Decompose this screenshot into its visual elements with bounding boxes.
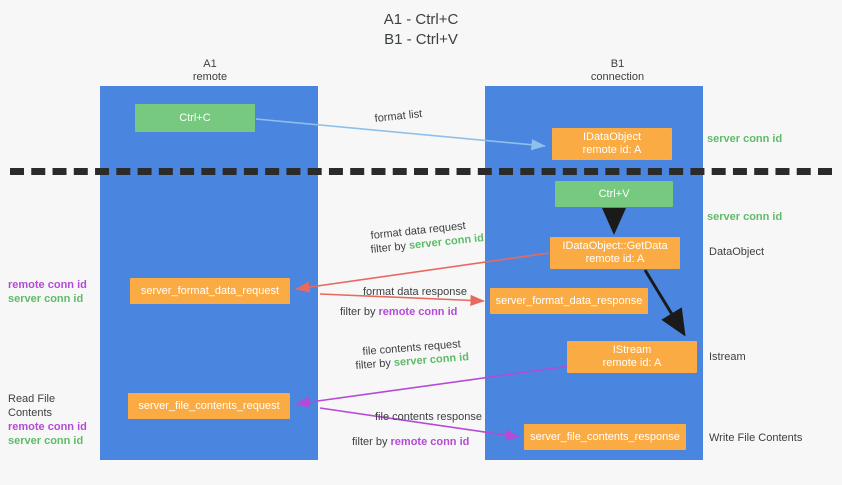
box-idataobject-getdata[interactable]: IDataObject::GetData remote id: A [550, 237, 680, 269]
box-server-file-contents-response[interactable]: server_file_contents_response [524, 424, 686, 450]
annotation-left-conn-ids-2: Read File Contents remote conn id server… [8, 392, 100, 448]
box-ctrl-c[interactable]: Ctrl+C [135, 104, 255, 132]
box-idataobject[interactable]: IDataObject remote id: A [552, 128, 672, 160]
annotation-remote-conn-id: remote conn id [8, 279, 87, 291]
box-ctrl-v[interactable]: Ctrl+V [555, 181, 673, 207]
annotation-remote-conn-id: remote conn id [8, 421, 87, 433]
filter-key-remote-conn-id: remote conn id [378, 306, 458, 318]
annotation-server-conn-id-mid: server conn id [707, 211, 783, 223]
box-server-format-data-response[interactable]: server_format_data_response [490, 288, 648, 314]
annotation-write-file-contents: Write File Contents [709, 432, 803, 444]
label-format-data-response: format data response [363, 286, 467, 298]
filter-prefix: filter by [352, 436, 391, 448]
annotation-dataobject: DataObject [709, 246, 765, 258]
annotation-server-conn-id-top: server conn id [707, 133, 783, 145]
label-format-data-response-filter: filter by remote conn id [340, 305, 457, 320]
phase-divider [10, 168, 832, 175]
annotation-left-conn-ids-1: remote conn id server conn id [8, 278, 98, 306]
annotation-read-file-contents: Read File Contents [8, 393, 56, 419]
annotation-server-conn-id: server conn id [8, 435, 84, 447]
filter-key-remote-conn-id: remote conn id [390, 436, 470, 448]
filter-prefix: filter by [355, 356, 395, 372]
annotation-server-conn-id: server conn id [8, 293, 84, 305]
box-server-format-data-request[interactable]: server_format_data_request [130, 278, 290, 304]
column-header-a1: A1 remote [192, 58, 228, 83]
label-file-contents-response: file contents response [375, 411, 483, 423]
annotation-istream: Istream [709, 351, 746, 363]
box-istream[interactable]: IStream remote id: A [567, 341, 697, 373]
label-file-contents-response-filter: filter by remote conn id [352, 435, 469, 450]
filter-prefix: filter by [340, 306, 379, 318]
filter-prefix: filter by [370, 239, 410, 256]
box-server-file-contents-request[interactable]: server_file_contents_request [128, 393, 290, 419]
page-title: A1 - Ctrl+C B1 - Ctrl+V [383, 11, 459, 48]
column-header-b1: B1 connection [590, 58, 645, 83]
